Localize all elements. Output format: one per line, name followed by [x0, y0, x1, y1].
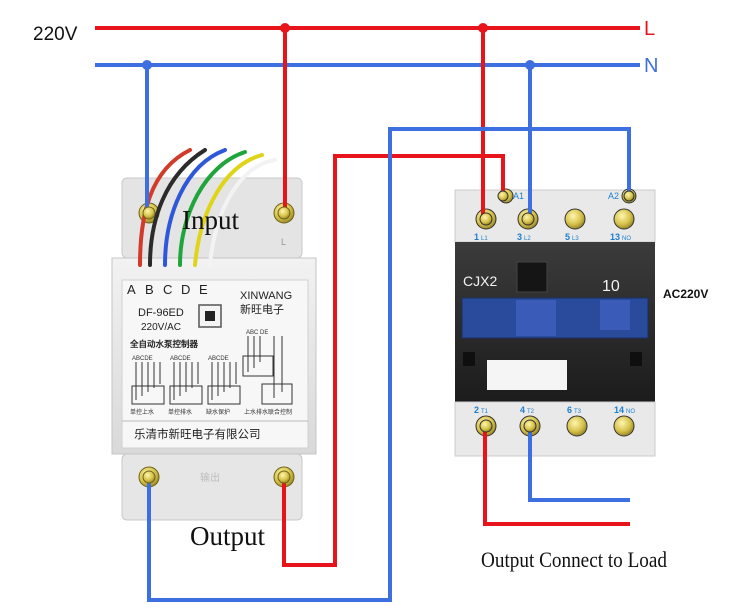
probe-set-1: ABCDE 单控上水 — [130, 356, 165, 416]
probe-wire-red — [138, 148, 192, 267]
probe-caption: 上水排水联合控制 — [244, 408, 292, 416]
wire-output-live-to-a1 — [282, 154, 505, 567]
output-label: Output — [190, 521, 266, 551]
mount-hole — [463, 352, 475, 366]
screw-cap — [523, 419, 537, 433]
probe-set-2: ABCDE 单控排水 — [168, 356, 203, 416]
wire-load-live — [483, 426, 630, 526]
probe-letters: ABC DE — [246, 330, 268, 336]
terminal-number: 4 — [520, 405, 525, 415]
probe-caption: 单控上水 — [130, 408, 154, 416]
terminal-letter: A — [127, 282, 136, 297]
live-label: L — [644, 18, 655, 40]
screw-cap — [479, 419, 493, 433]
probe-letters: ABCDE — [170, 356, 191, 362]
terminal-sub: NO — [626, 409, 635, 415]
supply-voltage-label: 220V — [33, 24, 78, 45]
terminal-screw[interactable] — [564, 208, 586, 230]
probe-wire-white — [208, 158, 277, 267]
tank-icon — [242, 355, 274, 377]
load-label: Output Connect to Load — [481, 547, 667, 572]
terminal-letter: E — [199, 282, 208, 297]
input-label: Input — [182, 205, 239, 235]
probe-wire-black — [148, 148, 207, 267]
probe-letters: ABCDE — [208, 356, 229, 362]
tank-icon — [261, 383, 293, 405]
screw-cap — [277, 470, 291, 484]
terminal-sub: T1 — [481, 409, 489, 415]
terminal-letter: C — [163, 282, 172, 297]
terminal-number: 6 — [567, 405, 572, 415]
output-mark: 输出 — [200, 471, 220, 484]
screw-cap — [277, 206, 291, 220]
screw-cap — [142, 470, 156, 484]
terminal-screw[interactable] — [613, 208, 635, 230]
status-led-window — [205, 311, 215, 321]
terminal-number: 5 — [565, 232, 570, 242]
terminal-number: 14 — [614, 405, 624, 415]
screw-cap — [521, 212, 535, 226]
wires — [145, 28, 631, 602]
terminal-sub: NO — [622, 236, 631, 242]
wire-load-neutral — [528, 426, 630, 502]
terminal-sub: T2 — [527, 409, 535, 415]
probe-wire-blue — [163, 148, 227, 267]
terminal-sub: T3 — [574, 409, 582, 415]
pump-controller: A B C D E DF-96ED 220V/AC XINWANG 新旺电子 全… — [111, 177, 317, 521]
screw-cap — [623, 190, 635, 202]
controller-model: DF-96ED — [138, 307, 184, 319]
contactor-model: CJX2 — [463, 273, 497, 289]
probe-letters: ABCDE — [132, 356, 153, 362]
brand-en: XINWANG — [240, 290, 292, 302]
contactor-rating-code: 10 — [602, 278, 620, 295]
contactor: CJX2 10 AC220V A1 A2 1 L1 3 L2 5 L3 13 N — [454, 188, 708, 457]
company-name: 乐清市新旺电子有限公司 — [134, 427, 261, 441]
terminal-number: 13 — [610, 232, 620, 242]
wire-output-neutral-to-a2 — [147, 127, 631, 602]
terminal-caps — [142, 190, 635, 484]
probe-wire-green — [178, 150, 247, 267]
bottom-terminal-row: 2 T1 4 T2 6 T3 14 NO — [474, 405, 635, 437]
coil-terminal-label: A1 — [513, 191, 524, 201]
screw-cap — [142, 206, 156, 220]
probe-set-4: ABC DE 上水排水联合控制 — [242, 330, 293, 416]
probe-caption: 缺水保护 — [206, 408, 230, 416]
supply-lines: 220V L N — [33, 18, 658, 77]
terminal-screw[interactable] — [566, 415, 588, 437]
terminal-screw[interactable] — [613, 415, 635, 437]
controller-bottom-block — [121, 453, 303, 521]
terminal-number: 1 — [474, 232, 479, 242]
terminal-sub: L3 — [572, 236, 579, 242]
terminal-letter: D — [181, 282, 190, 297]
brand-cn: 新旺电子 — [240, 302, 284, 316]
actuator-slot — [600, 300, 630, 330]
coil-terminal-label: A2 — [608, 191, 619, 201]
terminal-letter: B — [145, 282, 154, 297]
controller-rating: 220V/AC — [141, 322, 181, 333]
neutral-label: N — [644, 55, 658, 77]
terminal-mark-l: L — [281, 237, 286, 247]
terminal-sub: L2 — [524, 236, 531, 242]
probe-wire-bundle — [138, 148, 277, 267]
probe-caption: 单控排水 — [168, 408, 192, 416]
screw-cap — [497, 190, 509, 202]
terminal-sub: L1 — [481, 236, 488, 242]
probe-wire-yellow — [193, 153, 264, 267]
product-name: 全自动水泵控制器 — [129, 339, 199, 350]
indicator-window — [516, 261, 548, 293]
terminal-number: 3 — [517, 232, 522, 242]
nameplate — [487, 360, 567, 390]
actuator-slot — [516, 300, 556, 336]
contactor-coil-voltage: AC220V — [663, 287, 708, 301]
terminal-number: 2 — [474, 405, 479, 415]
probe-set-3: ABCDE 缺水保护 — [206, 356, 241, 416]
mount-hole — [630, 352, 642, 366]
screw-cap — [479, 212, 493, 226]
